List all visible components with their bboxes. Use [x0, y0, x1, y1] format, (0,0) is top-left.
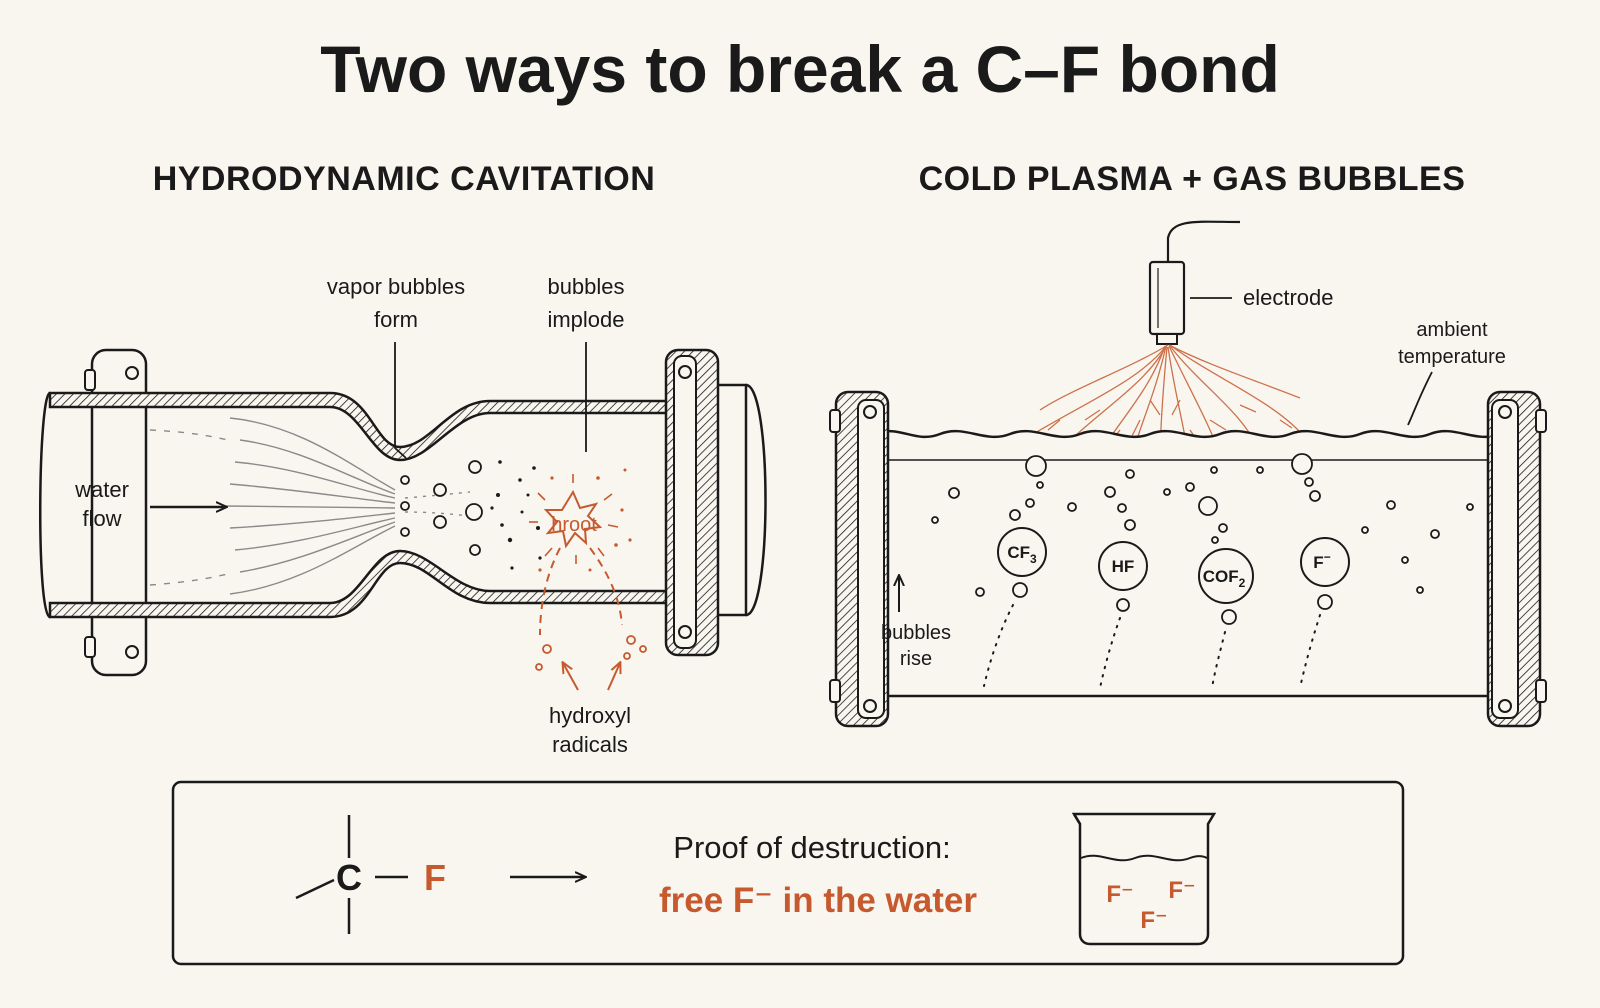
plasma-heading: COLD PLASMA + GAS BUBBLES [919, 160, 1466, 198]
vapor-callout-line [394, 342, 407, 459]
bubbles-rise-label-2: rise [900, 648, 932, 670]
cf3-subscript: 3 [1030, 552, 1037, 566]
vapor-label-2: form [374, 307, 418, 332]
vapor-label-1: vapor bubbles [327, 274, 465, 299]
carbon-atom: C [336, 857, 362, 898]
cof2-subscript: 2 [1239, 576, 1246, 590]
water-flow-label-1: water [74, 477, 129, 502]
molecule-cof2: COF2 [1198, 548, 1254, 604]
beaker-ion-1: F⁻ [1106, 881, 1133, 908]
vapor-bubbles [400, 460, 483, 556]
cavitation-panel: HYDRODYNAMIC CAVITATION [39, 160, 767, 757]
ambient-callout-line [1407, 371, 1433, 426]
water-flow-label-2: flow [82, 506, 121, 531]
page-title: Two ways to break a C–F bond [320, 32, 1280, 106]
proof-result: free F⁻ in the water [659, 881, 977, 920]
molecule-fluoride: F− [1300, 537, 1350, 587]
radical-arrow-right [607, 663, 620, 691]
proof-heading: Proof of destruction: [673, 830, 950, 865]
tank-flange-right [1486, 390, 1547, 728]
electrode-label: electrode [1243, 285, 1334, 310]
pipe-inlet-opening [39, 391, 52, 619]
bubble-debris-dots [490, 460, 542, 570]
left-pipe-flange-inlet [84, 348, 148, 677]
cof2-formula: COF [1203, 567, 1239, 586]
electrode [1148, 220, 1241, 345]
radical-arrow-left [563, 663, 579, 691]
tank-flange-left [829, 390, 890, 728]
beaker-ion-2: F⁻ [1168, 877, 1195, 904]
molecule-cf3: CF3 [997, 527, 1047, 577]
radical-trajectories [539, 547, 623, 636]
hydroxyl-label-2: radicals [552, 732, 628, 757]
molecule-hf: HF [1098, 541, 1148, 591]
svg-text:COF2: COF2 [1203, 567, 1246, 590]
cavitation-heading: HYDRODYNAMIC CAVITATION [153, 160, 656, 198]
implosion-burst: hroot [529, 468, 632, 572]
implode-label-1: bubbles [547, 274, 624, 299]
flow-streamlines [149, 417, 471, 595]
cf-bond-structure: C F [295, 815, 446, 934]
plasma-panel: COLD PLASMA + GAS BUBBLES electrode [829, 160, 1547, 728]
bubbles-rise-label-1: bubbles [881, 622, 951, 644]
ambient-label-2: temperature [1398, 346, 1506, 368]
fluoride-superscript: − [1324, 550, 1331, 564]
beaker-icon: F⁻ F⁻ F⁻ [1071, 812, 1217, 946]
svg-text:F−: F− [1313, 550, 1330, 572]
implode-label-2: implode [547, 307, 624, 332]
bubble-trails [983, 604, 1321, 689]
cf3-formula: CF [1007, 543, 1030, 562]
gas-bubbles [931, 453, 1474, 625]
hydroxyl-radicals [535, 635, 647, 671]
fluoride-formula: F [1313, 553, 1323, 572]
hydroxyl-label-1: hydroxyl [549, 703, 631, 728]
implosion-label: hroot [551, 514, 597, 536]
ambient-label-1: ambient [1416, 319, 1488, 341]
svg-text:CF3: CF3 [1007, 543, 1037, 566]
proof-box: C F Proof of destruction: free F⁻ in the… [171, 780, 1405, 966]
plasma-tank-body [872, 429, 1502, 698]
hf-formula: HF [1112, 557, 1135, 576]
beaker-ion-3: F⁻ [1140, 907, 1167, 934]
left-pipe-flange-outlet [664, 348, 767, 657]
fluorine-atom: F [424, 857, 446, 898]
